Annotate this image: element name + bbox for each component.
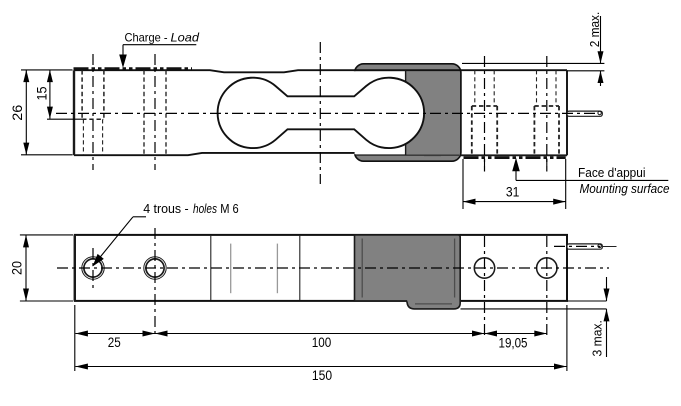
svg-text:Face d'appui: Face d'appui: [578, 165, 646, 180]
svg-text:Load: Load: [171, 30, 200, 44]
svg-text:25: 25: [108, 334, 121, 350]
svg-text:20: 20: [9, 261, 25, 275]
svg-text:Mounting surface: Mounting surface: [580, 181, 670, 196]
svg-text:3 max.: 3 max.: [589, 320, 604, 356]
svg-text:Charge -: Charge -: [125, 30, 168, 44]
svg-text:15: 15: [34, 86, 50, 100]
svg-text:31: 31: [506, 184, 520, 200]
svg-text:19,05: 19,05: [499, 335, 528, 351]
svg-text:2 max.: 2 max.: [587, 12, 602, 48]
svg-text:holes: holes: [193, 201, 217, 216]
svg-text:26: 26: [9, 104, 25, 120]
svg-text:100: 100: [312, 334, 332, 350]
svg-text:150: 150: [312, 367, 332, 383]
svg-text:4 trous -: 4 trous -: [143, 201, 189, 216]
svg-text:M 6: M 6: [220, 201, 239, 216]
